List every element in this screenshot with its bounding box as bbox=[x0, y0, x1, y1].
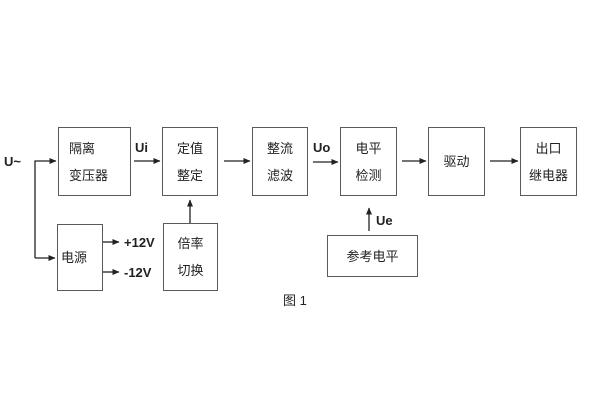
block-reference-level: 参考电平 bbox=[327, 235, 418, 277]
block-level-detection-line1: 电平 bbox=[355, 140, 382, 156]
block-value-setting-line1: 定值 bbox=[176, 140, 203, 156]
block-ratio-switching: 倍率 切换 bbox=[163, 223, 218, 291]
signal-ui-label: Ui bbox=[135, 140, 148, 155]
signal-ue-label: Ue bbox=[376, 213, 393, 228]
block-power-supply-label: 电源 bbox=[61, 250, 88, 265]
block-isolation-transformer: 隔离 变压器 bbox=[58, 127, 131, 196]
block-output-relay: 出口 继电器 bbox=[520, 127, 577, 196]
wire-input-to-transformer bbox=[34, 158, 57, 258]
rail-negative-12v-label: -12V bbox=[124, 265, 152, 280]
block-reference-level-label: 参考电平 bbox=[346, 248, 399, 264]
input-voltage-label: U~ bbox=[4, 154, 21, 169]
signal-uo-label: Uo bbox=[313, 140, 331, 155]
block-isolation-transformer-line2: 变压器 bbox=[69, 167, 109, 183]
block-power-supply: 电源 bbox=[57, 224, 103, 291]
block-value-setting: 定值 整定 bbox=[162, 127, 218, 196]
rail-positive-12v-label: +12V bbox=[124, 235, 155, 250]
block-output-relay-line2: 继电器 bbox=[528, 167, 568, 183]
block-output-relay-line1: 出口 bbox=[535, 140, 562, 156]
block-ratio-switching-line1: 倍率 bbox=[177, 236, 204, 251]
block-level-detection-line2: 检测 bbox=[355, 167, 382, 183]
block-value-setting-line2: 整定 bbox=[176, 167, 203, 183]
block-rectifier-filter-line1: 整流 bbox=[266, 140, 293, 156]
block-driver-label: 驱动 bbox=[443, 154, 470, 169]
block-level-detection: 电平 检测 bbox=[340, 127, 397, 196]
block-rectifier-filter-line2: 滤波 bbox=[266, 167, 293, 183]
figure-caption: 图 1 bbox=[283, 293, 307, 308]
block-ratio-switching-line2: 切换 bbox=[177, 263, 204, 278]
block-isolation-transformer-line1: 隔离 bbox=[69, 140, 96, 156]
block-driver: 驱动 bbox=[428, 127, 485, 196]
block-rectifier-filter: 整流 滤波 bbox=[252, 127, 308, 196]
